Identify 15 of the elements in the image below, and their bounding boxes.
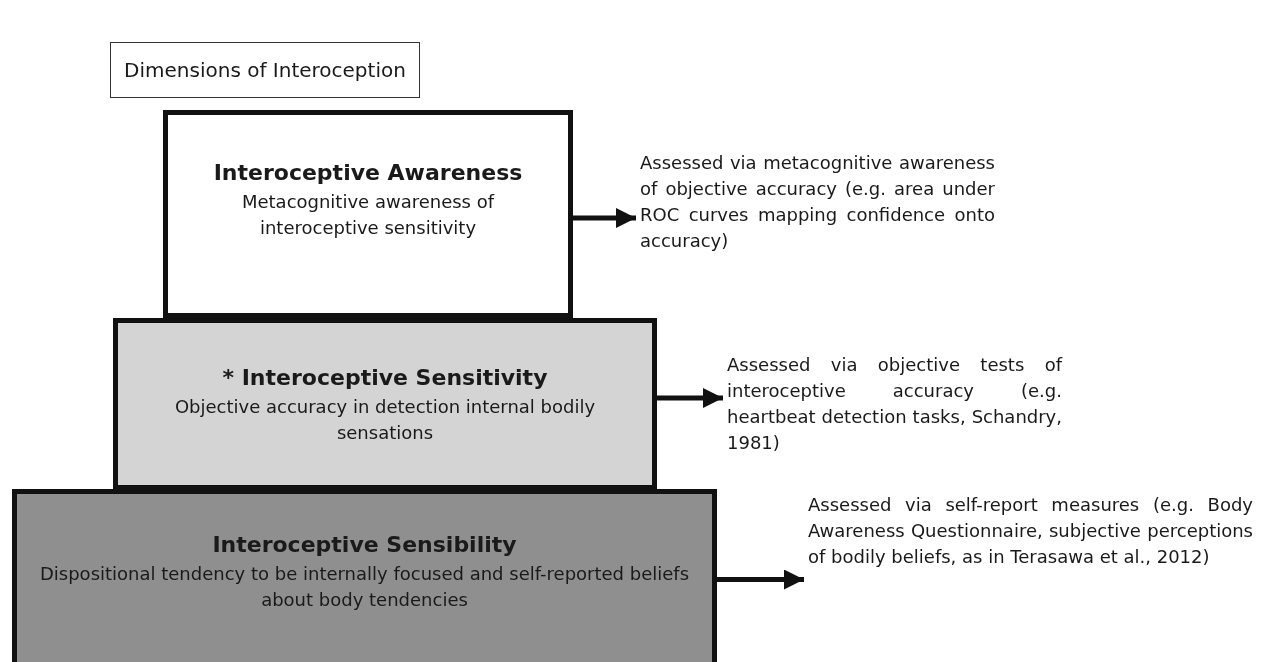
box-description: Metacognitive awareness of interoceptive sensitivity (240, 189, 496, 240)
title-box: Dimensions of Interoception (110, 42, 420, 98)
box-heading: Interoceptive Awareness (213, 158, 523, 187)
assessment-note: Assessed via self-report measures (e.g. Body Awareness Questionnaire, subjective perceptions of bodily beliefs, as in Terasawa et al., 2012) (808, 492, 1253, 652)
box-heading: * Interoceptive Sensitivity (222, 363, 548, 392)
arrow (657, 388, 723, 408)
arrow (717, 569, 804, 590)
assessment-note: Assessed via objective tests of interoceptive accuracy (e.g. heartbeat detection tasks, Schandry, 1981) (727, 352, 1062, 487)
assessment-note: Assessed via metacognitive awareness of objective accuracy (e.g. area under ROC curves mapping confidence onto accuracy) (640, 150, 995, 340)
box-description: Dispositional tendency to be internally focused and self-reported beliefs about body tendencies (38, 562, 691, 613)
box-heading: Interoceptive Sensibility (212, 531, 517, 560)
awareness-box (163, 110, 573, 318)
arrow (573, 208, 636, 228)
box-description: Objective accuracy in detection internal bodily sensations (173, 394, 597, 445)
sensibility-box (12, 489, 717, 662)
